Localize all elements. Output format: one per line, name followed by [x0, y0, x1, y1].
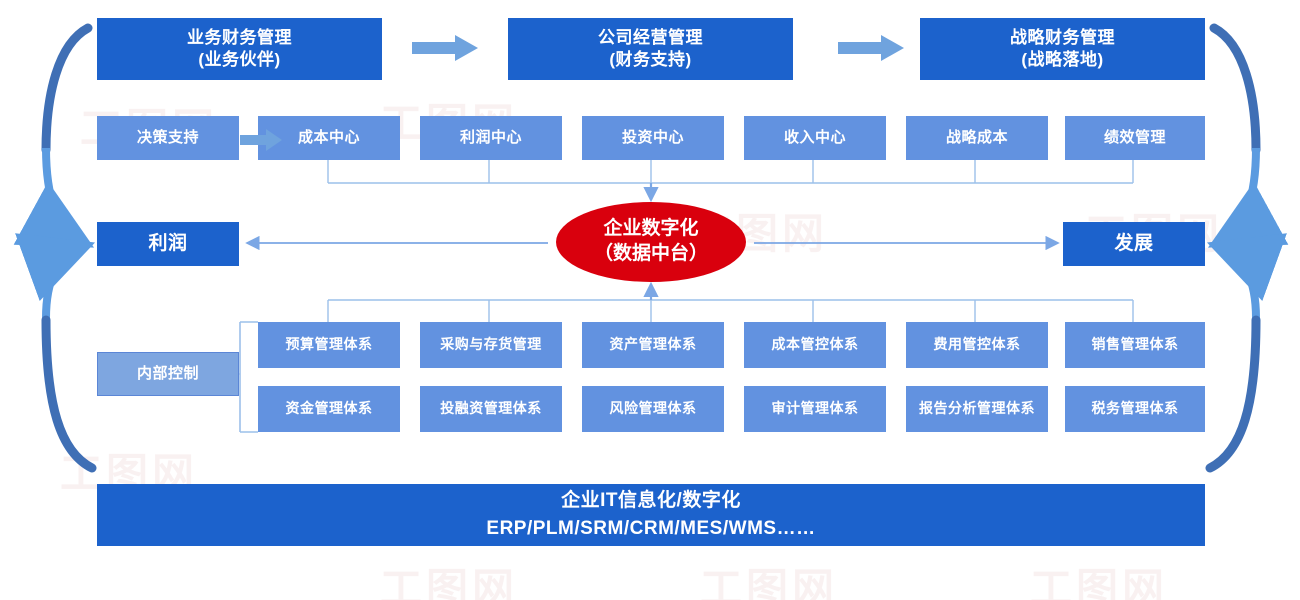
tier1-box-label: 公司经营管理 (财务支持) — [598, 28, 703, 69]
tier4-box-label: 税务管理体系 — [1091, 400, 1179, 417]
internal-control-bracket — [236, 321, 258, 433]
left-upper-brace — [41, 23, 93, 155]
right-lower-brace — [1205, 315, 1261, 473]
tier4-box-label: 采购与存货管理 — [440, 336, 542, 353]
tier4-box-fund-system[interactable]: 资金管理体系 — [258, 386, 400, 432]
tier4-lead-label: 内部控制 — [136, 365, 199, 383]
tier4-box-cost-control-system[interactable]: 成本管控体系 — [744, 322, 886, 368]
right-upper-brace — [1209, 23, 1261, 155]
tier2-box-label: 收入中心 — [783, 129, 846, 147]
outcome-label: 利润 — [148, 232, 188, 254]
tier4-box-procurement-inventory[interactable]: 采购与存货管理 — [420, 322, 562, 368]
tier1-arrow-1 — [412, 35, 478, 61]
tier4-box-label: 资金管理体系 — [285, 400, 373, 417]
watermark: 工图网 — [700, 564, 839, 600]
tier4-box-internal-control[interactable]: 内部控制 — [97, 352, 239, 396]
tier1-box-company-operations[interactable]: 公司经营管理 (财务支持) — [508, 18, 793, 80]
tier4-box-audit-system[interactable]: 审计管理体系 — [744, 386, 886, 432]
left-lower-brace — [41, 315, 97, 473]
footer-banner-it-digitalization[interactable]: 企业IT信息化/数字化 ERP/PLM/SRM/CRM/MES/WMS…… — [97, 484, 1205, 546]
tier4-box-sales-system[interactable]: 销售管理体系 — [1065, 322, 1205, 368]
center-node-digitalization[interactable]: 企业数字化 （数据中台） — [556, 202, 746, 282]
upper-bus-group — [327, 160, 1134, 184]
tier2-box-label: 成本中心 — [297, 129, 360, 147]
center-node-label: 企业数字化 （数据中台） — [593, 218, 708, 264]
tier4-box-label: 资产管理体系 — [609, 336, 697, 353]
watermark: 工图网 — [380, 564, 519, 600]
lower-bus-group — [327, 299, 1134, 322]
tier4-box-label: 成本管控体系 — [771, 336, 859, 353]
tier4-box-label: 预算管理体系 — [285, 336, 373, 353]
tier1-arrow-2 — [838, 35, 904, 61]
tier4-box-label: 投融资管理体系 — [440, 400, 542, 417]
tier2-box-performance-mgmt[interactable]: 绩效管理 — [1065, 116, 1205, 160]
left-upper-arrow — [13, 147, 95, 248]
tier2-box-decision-support[interactable]: 决策支持 — [97, 116, 239, 160]
tier4-box-label: 报告分析管理体系 — [919, 400, 1035, 417]
tier4-box-label: 费用管控体系 — [933, 336, 1021, 353]
tier1-box-label: 业务财务管理 (业务伙伴) — [187, 28, 292, 69]
outcome-box-profit[interactable]: 利润 — [97, 222, 239, 266]
tier4-box-budget-system[interactable]: 预算管理体系 — [258, 322, 400, 368]
tier4-box-label: 销售管理体系 — [1091, 336, 1179, 353]
tier4-box-asset-system[interactable]: 资产管理体系 — [582, 322, 724, 368]
tier4-box-investment-financing-system[interactable]: 投融资管理体系 — [420, 386, 562, 432]
outcome-box-development[interactable]: 发展 — [1063, 222, 1205, 266]
tier2-box-cost-center[interactable]: 成本中心 — [258, 116, 400, 160]
right-upper-arrow — [1207, 147, 1289, 248]
tier2-lead-label: 决策支持 — [136, 129, 199, 147]
tier2-box-strategic-cost[interactable]: 战略成本 — [906, 116, 1048, 160]
tier4-box-expense-control-system[interactable]: 费用管控体系 — [906, 322, 1048, 368]
watermark: 工图网 — [1030, 564, 1169, 600]
tier2-box-label: 投资中心 — [621, 129, 684, 147]
right-lower-arrow — [1206, 233, 1287, 319]
tier4-box-report-analysis-system[interactable]: 报告分析管理体系 — [906, 386, 1048, 432]
tier4-box-label: 审计管理体系 — [771, 400, 859, 417]
tier1-box-label: 战略财务管理 (战略落地) — [1010, 28, 1115, 69]
tier2-box-investment-center[interactable]: 投资中心 — [582, 116, 724, 160]
outcome-label: 发展 — [1114, 232, 1154, 254]
tier1-box-business-finance[interactable]: 业务财务管理 (业务伙伴) — [97, 18, 382, 80]
tier2-box-label: 利润中心 — [459, 129, 522, 147]
tier4-box-risk-system[interactable]: 风险管理体系 — [582, 386, 724, 432]
tier2-box-label: 战略成本 — [945, 129, 1008, 147]
tier2-box-revenue-center[interactable]: 收入中心 — [744, 116, 886, 160]
tier4-box-label: 风险管理体系 — [609, 400, 697, 417]
tier2-box-profit-center[interactable]: 利润中心 — [420, 116, 562, 160]
left-lower-arrow — [15, 233, 96, 319]
tier2-box-label: 绩效管理 — [1103, 129, 1166, 147]
tier4-box-tax-system[interactable]: 税务管理体系 — [1065, 386, 1205, 432]
footer-banner-label: 企业IT信息化/数字化 ERP/PLM/SRM/CRM/MES/WMS…… — [486, 490, 816, 539]
tier1-box-strategic-finance[interactable]: 战略财务管理 (战略落地) — [920, 18, 1205, 80]
